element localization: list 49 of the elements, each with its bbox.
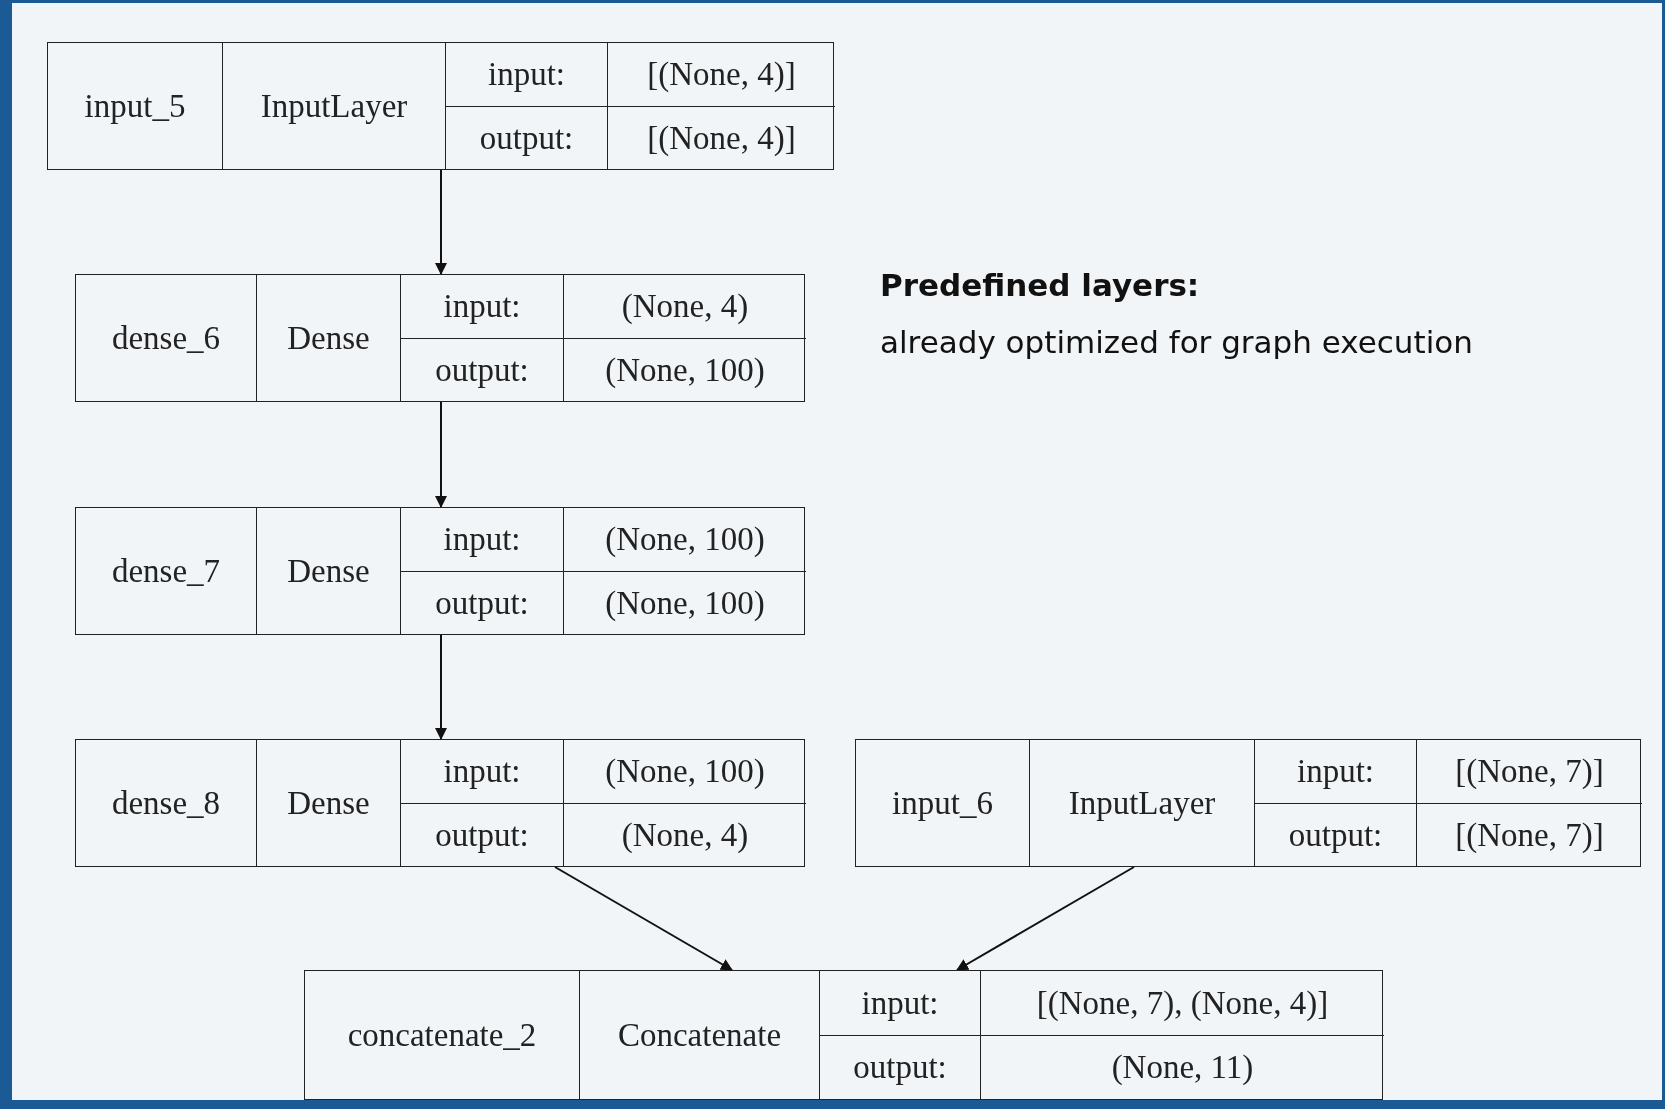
port-label: output: [435,816,529,854]
arrow [435,401,447,508]
shape-value: (None, 11) [1111,1049,1254,1086]
layer-table [75,274,805,402]
layer-name: input_6 [892,784,993,822]
port-label: input: [861,984,939,1022]
shape-value: (None, 4) [621,288,749,325]
port-label: output: [853,1049,947,1086]
layer-table [47,42,834,170]
layer-type: Concatenate [617,1016,782,1054]
shape-value: (None, 100) [605,584,765,622]
layer-name: input_5 [84,87,186,125]
shape-value: (None, 4) [621,816,749,854]
shape-value: (None, 100) [605,351,765,389]
layer-table [855,739,1641,867]
port-label: input: [443,753,521,790]
arrow [956,866,1135,971]
arrow [435,169,447,275]
layer-type: Dense [287,784,370,822]
layer-name: concatenate_2 [347,1016,537,1054]
port-label: output: [435,351,529,389]
layer-table [75,507,805,635]
port-label: output: [1288,816,1383,854]
port-label: input: [443,288,521,325]
shape-value: [(None, 4)] [647,119,796,157]
layer-type: InputLayer [260,87,408,125]
port-label: output: [435,584,529,622]
layer-name: dense_6 [111,319,221,357]
layer-name: dense_7 [111,552,221,590]
shape-value: [(None, 7)] [1455,753,1604,790]
note-text: already optimized for graph execution [880,324,1473,360]
shape-value: [(None, 7)] [1455,816,1604,854]
arrow [554,866,733,971]
port-label: output: [479,119,574,157]
layer-table [75,739,805,867]
layer-type: Dense [287,319,370,357]
layer-name: dense_8 [111,784,221,822]
shape-value: (None, 100) [605,753,765,790]
shape-value: [(None, 4)] [647,56,796,93]
note-text: Predefined layers: [880,267,1200,303]
layer-type: Dense [287,552,370,590]
layer-type: InputLayer [1068,784,1216,822]
port-label: input: [488,56,565,93]
shape-value: (None, 100) [605,521,765,558]
arrow [435,634,447,740]
port-label: input: [1297,753,1374,790]
shape-value: [(None, 7), (None, 4)] [1036,984,1329,1022]
port-label: input: [443,521,521,558]
layer-table [304,970,1383,1100]
